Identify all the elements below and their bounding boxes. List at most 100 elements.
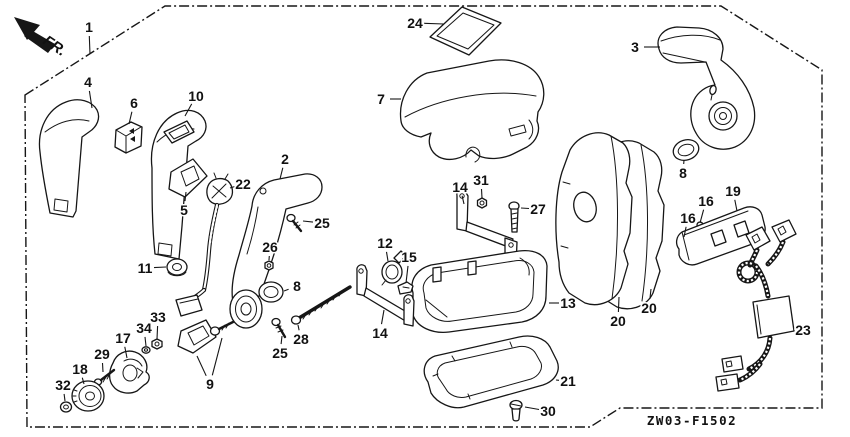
part-callout-31[interactable]: 31 [472, 171, 491, 190]
part-14-bracket-upper [456, 189, 518, 269]
part-5-pad [168, 158, 208, 198]
part-callout-9[interactable]: 9 [205, 375, 216, 394]
part-7-upper-cover [399, 59, 545, 163]
part-callout-3[interactable]: 3 [630, 38, 641, 57]
leader-line-22 [229, 186, 235, 189]
part-callout-23[interactable]: 23 [794, 321, 813, 340]
part-callout-33[interactable]: 33 [149, 308, 168, 327]
leader-line-10 [184, 103, 193, 117]
fr-arrow-icon [14, 17, 40, 40]
part-28-long-screw [290, 285, 352, 325]
part-callout-5[interactable]: 5 [179, 201, 190, 220]
leader-line-25b [280, 335, 283, 345]
part-callout-24[interactable]: 24 [406, 14, 425, 33]
part-callout-1[interactable]: 1 [84, 18, 95, 37]
part-9-plate-screw [177, 319, 235, 354]
part-21-gasket [423, 335, 559, 409]
leader-line-30 [524, 406, 540, 411]
part-callout-19[interactable]: 19 [724, 182, 743, 201]
part-23-wire-harness [715, 219, 797, 392]
part-callout-28[interactable]: 28 [292, 330, 311, 349]
part-2-lever-left [229, 173, 323, 329]
part-callout-25b[interactable]: 25 [271, 344, 290, 363]
part-callout-2[interactable]: 2 [280, 150, 291, 169]
leader-line-18 [81, 377, 85, 385]
part-callout-13[interactable]: 13 [559, 294, 578, 313]
part-callout-4[interactable]: 4 [83, 73, 94, 92]
leader-line-33 [156, 325, 159, 340]
part-18-knob [71, 380, 105, 412]
part-callout-14b[interactable]: 14 [371, 324, 390, 343]
part-8-bushing-right [672, 139, 700, 161]
part-25-screw-lower [271, 317, 287, 339]
part-callout-26[interactable]: 26 [261, 238, 280, 257]
fr-direction-marker: FR. [14, 17, 69, 60]
leader-line-31 [480, 188, 483, 199]
part-14-bracket-lower [356, 264, 415, 327]
leader-line-1 [88, 35, 91, 55]
leader-line-20a [617, 296, 620, 313]
part-callout-18[interactable]: 18 [71, 360, 90, 379]
part-callout-15[interactable]: 15 [400, 248, 419, 267]
part-callout-14a[interactable]: 14 [451, 178, 470, 197]
leader-line-34 [144, 336, 147, 347]
part-15-clip [397, 281, 414, 295]
leader-line-5 [184, 191, 187, 202]
leader-line-17 [124, 346, 128, 359]
part-callout-34[interactable]: 34 [135, 319, 154, 338]
part-callout-32[interactable]: 32 [54, 376, 73, 395]
part-17-cam-housing [108, 350, 150, 394]
fr-arrow-body [24, 30, 55, 53]
part-8-bushing-left [258, 281, 284, 303]
part-22-switch-wire [175, 172, 234, 317]
leader-line-4 [88, 90, 93, 109]
diagram-border [24, 5, 823, 428]
leader-line-27 [520, 207, 530, 210]
part-6-switch [114, 121, 143, 154]
part-callout-12[interactable]: 12 [376, 234, 395, 253]
leader-line-20b [649, 288, 652, 300]
leader-line-9 [211, 337, 223, 376]
leader-line-15 [405, 265, 409, 284]
part-callout-8b[interactable]: 8 [678, 164, 689, 183]
part-callout-11[interactable]: 11 [136, 259, 154, 278]
part-19-switch-panel [675, 206, 766, 266]
part-callout-29[interactable]: 29 [93, 345, 112, 364]
part-callout-20b[interactable]: 20 [640, 299, 659, 318]
fr-label: FR. [40, 32, 70, 60]
part-13-housing-tray [411, 249, 548, 333]
leader-line-32 [63, 393, 66, 402]
part-callout-8a[interactable]: 8 [292, 277, 303, 296]
leader-line-14a [461, 195, 465, 205]
part-callout-7[interactable]: 7 [376, 90, 387, 109]
part-24-label-sheet [429, 6, 502, 56]
part-callout-20a[interactable]: 20 [609, 312, 628, 331]
part-26-nut [264, 260, 274, 271]
part-callout-27[interactable]: 27 [529, 200, 548, 219]
part-callout-21[interactable]: 21 [559, 372, 578, 391]
part-callout-30[interactable]: 30 [539, 402, 558, 421]
part-12-clamp [381, 250, 407, 286]
leader-line-8a [283, 288, 289, 292]
part-34-washer [141, 346, 151, 354]
part-callout-6[interactable]: 6 [129, 94, 140, 113]
part-33-nut [151, 338, 163, 350]
part-callout-16b[interactable]: 16 [679, 209, 698, 228]
leader-line-24 [423, 22, 445, 25]
part-11-grommet [166, 258, 188, 277]
part-27-bolt [508, 201, 520, 233]
part-callout-17[interactable]: 17 [114, 329, 133, 348]
leader-line-16b [683, 226, 687, 238]
leader-line-14b [380, 309, 385, 325]
part-callout-25a[interactable]: 25 [313, 214, 332, 233]
leader-line-19 [734, 199, 738, 212]
part-callout-16a[interactable]: 16 [697, 192, 716, 211]
part-30-screw [509, 399, 523, 422]
leader-line-2 [279, 167, 284, 180]
part-callout-22[interactable]: 22 [234, 175, 253, 194]
part-callout-10[interactable]: 10 [187, 87, 206, 106]
diagram-code: ZW03-F1502 [647, 413, 737, 428]
part-32-nut [59, 401, 73, 413]
